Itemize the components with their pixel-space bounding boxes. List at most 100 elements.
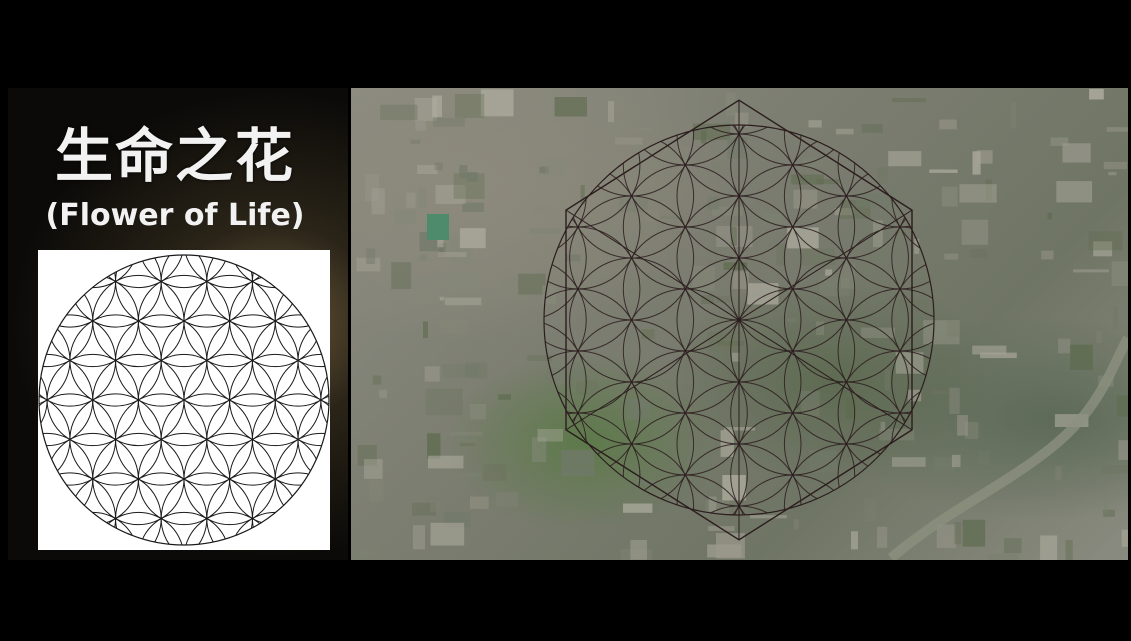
overlay-circle — [731, 88, 855, 165]
map-patch — [415, 120, 425, 130]
map-patch — [391, 262, 411, 289]
flower-circle — [275, 433, 330, 524]
map-patch — [942, 187, 958, 207]
flower-circle — [207, 473, 298, 550]
map-patch — [410, 140, 420, 144]
map-patch — [817, 179, 840, 184]
flower-circle — [161, 250, 252, 327]
overlay-circle — [784, 444, 908, 560]
map-patch — [750, 515, 787, 518]
map-patch — [977, 150, 993, 164]
map-patch — [923, 320, 959, 344]
flower-circle — [207, 250, 298, 327]
map-patch — [1066, 540, 1073, 560]
map-patch — [949, 388, 959, 414]
overlay-circle — [462, 320, 586, 444]
flower-circle — [38, 394, 116, 485]
map-patch — [959, 184, 996, 202]
map-patch — [836, 129, 854, 135]
map-patch — [1097, 331, 1102, 343]
map-patch — [929, 170, 957, 173]
flower-circle — [38, 433, 93, 524]
map-patch — [553, 360, 568, 385]
map-patch — [354, 550, 379, 559]
map-patch — [369, 480, 384, 501]
map-patch — [518, 274, 545, 295]
flower-circle — [230, 512, 321, 550]
flower-circle — [252, 394, 330, 485]
map-patch — [862, 124, 883, 133]
satellite-map — [351, 88, 1128, 560]
map-patch — [425, 366, 440, 381]
map-patch — [1063, 143, 1091, 162]
flower-circle — [38, 315, 70, 406]
map-patch — [1041, 251, 1053, 260]
map-patch — [727, 137, 747, 159]
map-patch — [566, 255, 581, 262]
map-patch — [455, 473, 482, 476]
map-patch — [851, 531, 858, 549]
map-patch — [372, 188, 385, 214]
map-patch — [418, 187, 427, 207]
map-patch — [1122, 530, 1128, 547]
map-patch — [970, 249, 987, 258]
map-patch — [542, 286, 556, 304]
map-patch — [460, 443, 476, 446]
map-patch — [1117, 396, 1128, 417]
map-patch — [608, 101, 614, 122]
map-patch — [498, 394, 511, 400]
map-patch — [1047, 213, 1052, 220]
map-patch — [1113, 306, 1118, 330]
map-patch — [530, 228, 561, 234]
map-patch — [432, 96, 442, 118]
map-patch — [1107, 127, 1128, 132]
map-patch — [445, 298, 482, 306]
map-patch — [435, 163, 443, 171]
map-patch — [441, 319, 468, 334]
flower-circle — [138, 250, 229, 288]
map-patch — [460, 228, 486, 248]
map-patch — [442, 364, 479, 378]
map-patch — [545, 158, 565, 177]
map-patch — [428, 456, 463, 469]
pond — [427, 214, 449, 240]
overlay-circle — [462, 382, 586, 506]
map-patch — [470, 497, 489, 509]
flower-circle — [230, 250, 321, 288]
map-patch — [972, 346, 1006, 355]
map-texture — [351, 89, 1128, 560]
map-patch — [533, 204, 550, 213]
map-patch — [440, 297, 445, 301]
map-patch — [877, 168, 888, 184]
title-english: (Flower of Life) — [8, 198, 342, 234]
map-patch — [447, 272, 479, 293]
map-patch — [470, 404, 486, 420]
map-patch — [455, 94, 484, 118]
river — [891, 338, 1128, 558]
map-patch — [1058, 339, 1070, 354]
map-patch — [576, 380, 599, 395]
map-patch — [634, 128, 652, 131]
map-patch — [427, 433, 440, 458]
map-patch — [711, 162, 731, 172]
map-patch — [864, 498, 876, 521]
map-patch — [892, 98, 926, 102]
map-patch — [1056, 181, 1092, 202]
map-patch — [939, 120, 957, 130]
map-patch — [1004, 538, 1022, 553]
map-patch — [786, 318, 796, 322]
map-patch — [483, 464, 507, 481]
map-patch — [413, 525, 425, 549]
flower-circle — [70, 250, 161, 327]
map-patch — [988, 554, 1019, 560]
flower-circle — [38, 394, 70, 485]
flower-of-life-card — [38, 250, 330, 550]
map-patch — [892, 457, 926, 467]
map-patch — [406, 193, 415, 208]
map-patch — [1040, 535, 1057, 560]
map-patch — [615, 138, 642, 145]
map-patch — [1104, 491, 1108, 514]
flower-circle — [38, 315, 116, 406]
map-patch — [1108, 172, 1116, 175]
map-patch — [693, 266, 715, 291]
